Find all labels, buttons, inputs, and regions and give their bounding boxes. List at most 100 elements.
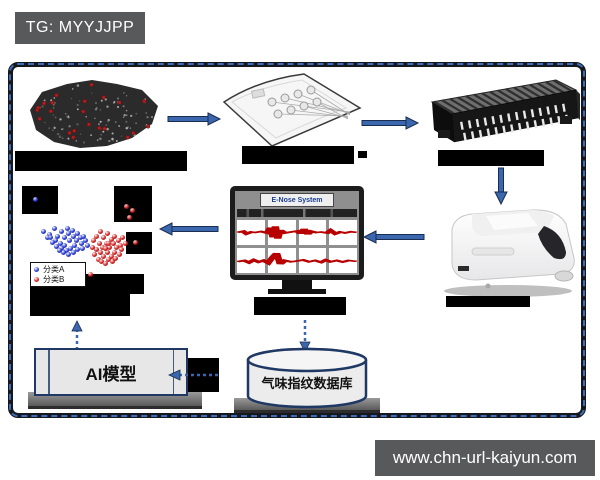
scatter-point <box>79 240 84 246</box>
scatter-point <box>71 242 77 248</box>
scatter-point <box>106 257 112 263</box>
scatter-point <box>129 207 135 213</box>
scatter-point <box>122 240 128 246</box>
scatter-point <box>106 240 112 246</box>
redacted-label <box>358 151 367 158</box>
scatter-point <box>63 248 69 254</box>
diagram-frame: E-Nose System <box>8 62 586 418</box>
monitor-base <box>268 289 326 294</box>
scatter-point <box>88 272 94 278</box>
monitor-frame: E-Nose System <box>230 186 364 280</box>
scatter-point <box>116 251 122 257</box>
legend-label: 分类B <box>43 275 65 284</box>
scatter-point <box>74 238 80 244</box>
arrow-monitor-to-database-icon <box>299 320 311 353</box>
scatter-point <box>101 253 107 259</box>
scatter-point <box>108 253 114 259</box>
scatter-point <box>82 238 88 244</box>
scatter-point <box>104 230 110 236</box>
scatter-point <box>110 240 116 246</box>
scatter-point <box>112 250 117 256</box>
redacted-label <box>446 296 530 307</box>
watermark-label: www.chn-url-kaiyun.com <box>392 448 578 467</box>
scatter-point <box>67 238 73 244</box>
instrument-side-window <box>538 226 566 260</box>
arrow-instrument-to-monitor-icon <box>362 230 425 244</box>
scatter-point <box>56 248 62 254</box>
legend-dot-icon <box>34 277 39 282</box>
arrow-database-to-ai-icon <box>168 369 218 381</box>
scatter-point <box>66 251 71 257</box>
scatter-point <box>91 251 97 257</box>
scatter-point <box>84 242 90 248</box>
scatter-point <box>112 233 117 239</box>
scatter-point <box>75 247 81 253</box>
monitor-screen: E-Nose System <box>235 191 359 275</box>
sample-micrograph-image <box>30 80 158 148</box>
scatter-point <box>48 235 54 241</box>
scatter-point <box>133 239 139 245</box>
scatter-point <box>64 226 70 232</box>
database-label: 气味指纹数据库 <box>261 376 352 391</box>
redacted-region <box>126 232 152 254</box>
legend-entry: 分类A <box>34 265 82 274</box>
waveform-row-2 <box>237 248 357 273</box>
scatter-point <box>104 250 110 256</box>
scatter-point <box>80 245 86 251</box>
sample-blob <box>30 80 158 148</box>
scatter-point <box>97 228 103 234</box>
scatter-point <box>120 235 126 241</box>
scatter-point <box>101 235 107 241</box>
scatter-point <box>123 204 129 210</box>
legend-entry: 分类B <box>34 275 82 284</box>
scatter-point <box>54 243 60 249</box>
scatter-point <box>99 259 104 265</box>
enose-software-monitor: E-Nose System <box>230 186 364 298</box>
scatter-point <box>94 233 100 239</box>
redacted-label <box>254 297 346 315</box>
watermark-box: www.chn-url-kaiyun.com <box>375 440 595 476</box>
scatter-point <box>58 228 64 234</box>
instrument-top-panel <box>486 213 538 230</box>
ai-model-label: AI模型 <box>85 364 137 384</box>
scatter-point <box>47 231 53 237</box>
sensor-array-image <box>430 79 580 143</box>
arrow-monitor-to-scatter-icon <box>158 222 219 236</box>
scatter-point <box>94 247 100 253</box>
scatter-point <box>108 237 114 243</box>
scatter-point <box>44 235 50 241</box>
scatter-point <box>61 250 67 256</box>
scatter-point <box>75 230 81 236</box>
scatter-point <box>41 228 47 234</box>
scatter-point <box>107 244 113 250</box>
redacted-region <box>114 186 152 222</box>
array-slats <box>433 79 575 115</box>
waveform-trace-2 <box>237 252 357 266</box>
legend-dot-icon <box>34 267 39 272</box>
scatter-point <box>102 261 108 267</box>
tag-label: TG: MYYJJPP <box>25 19 135 36</box>
redacted-label <box>30 294 130 316</box>
redacted-label <box>438 150 544 166</box>
scatter-point <box>69 228 75 233</box>
scatter-point <box>81 233 87 239</box>
scatter-point <box>114 244 120 250</box>
scatter-point <box>49 239 55 245</box>
scatter-point <box>119 247 125 253</box>
redacted-region <box>22 186 58 214</box>
monitor-stand <box>282 280 312 289</box>
scatter-point <box>96 240 102 246</box>
scatter-point <box>51 226 57 232</box>
chip-pads <box>267 85 322 119</box>
scatter-point <box>115 238 121 244</box>
scatter-point <box>57 240 63 246</box>
scatter-point <box>68 245 74 251</box>
ai-model-platform <box>28 392 202 409</box>
legend-label: 分类A <box>43 265 65 274</box>
scatter-points <box>22 186 152 294</box>
arrow-chip-to-array-icon <box>361 116 420 130</box>
scatter-point <box>90 238 96 244</box>
scatter-point <box>70 233 76 239</box>
